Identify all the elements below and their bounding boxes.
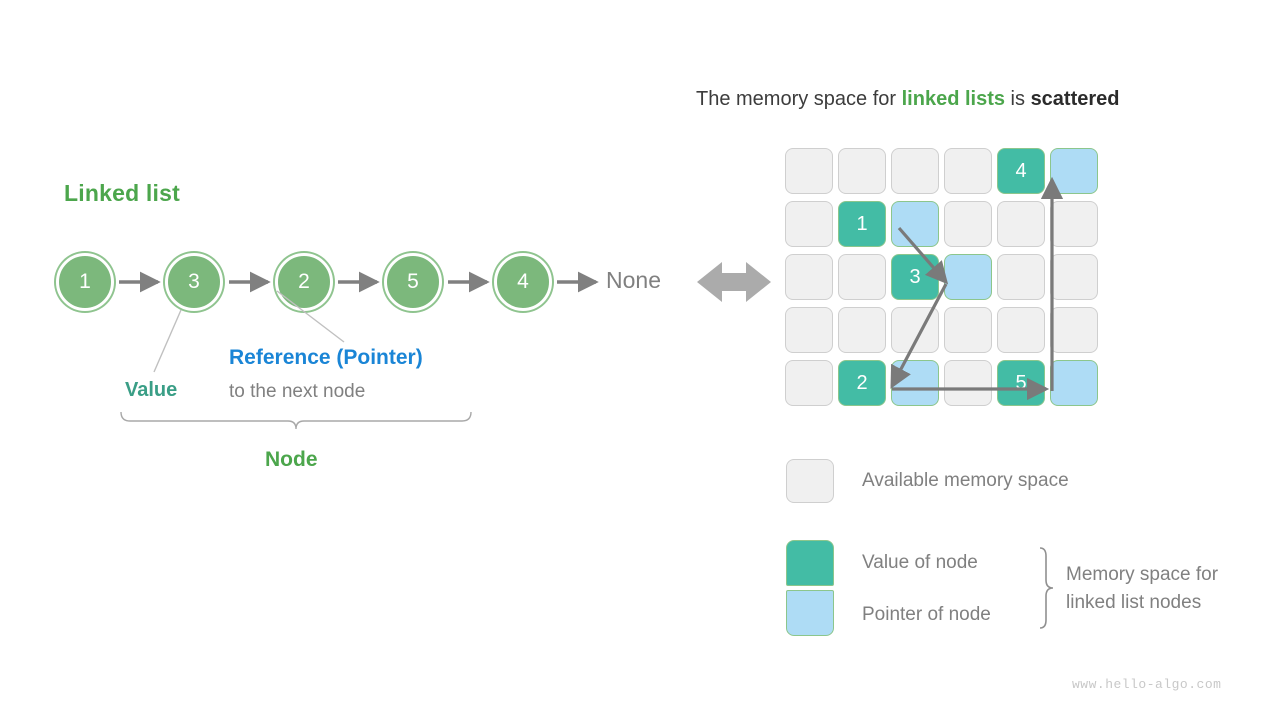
cell-value: 4	[1015, 159, 1027, 182]
reference-label: Reference (Pointer)	[229, 346, 423, 369]
legend-brace	[1039, 547, 1054, 629]
memory-cell-free	[785, 360, 833, 406]
node-value: 1	[79, 270, 91, 293]
memory-heading: The memory space for linked lists is sca…	[696, 88, 1120, 111]
bidirectional-arrow	[697, 262, 771, 302]
legend-group-line2: linked list nodes	[1066, 592, 1202, 613]
memory-cell-free	[944, 201, 992, 247]
node-label: Node	[265, 448, 318, 471]
memory-cell-free	[891, 307, 939, 353]
heading-emphasis: scattered	[1030, 88, 1120, 110]
list-node-4: 5	[384, 253, 442, 311]
memory-grid: 4 1 3 2 5	[785, 148, 1099, 412]
memory-cell-free	[1050, 254, 1098, 300]
memory-cell-pointer-5	[1050, 360, 1098, 406]
list-node-5: 4	[494, 253, 552, 311]
none-terminator-label: None	[606, 267, 661, 293]
linked-list-title: Linked list	[64, 180, 180, 206]
memory-cell-free	[838, 254, 886, 300]
value-connector-line	[153, 309, 182, 373]
memory-cell-value-2: 2	[838, 360, 886, 406]
legend-swatch-available	[786, 459, 834, 503]
node-value: 4	[517, 270, 529, 293]
memory-cell-free	[944, 360, 992, 406]
memory-cell-free	[997, 201, 1045, 247]
memory-cell-value-1: 1	[838, 201, 886, 247]
memory-cell-free	[838, 307, 886, 353]
memory-cell-free	[785, 254, 833, 300]
memory-cell-free	[785, 201, 833, 247]
legend-group-label: Memory space for linked list nodes	[1066, 561, 1218, 617]
memory-cell-free	[891, 148, 939, 194]
legend-swatch-value	[786, 540, 834, 586]
memory-cell-free	[785, 307, 833, 353]
cell-value: 5	[1015, 371, 1027, 394]
heading-highlight: linked lists	[901, 88, 1005, 110]
value-label: Value	[125, 379, 178, 401]
memory-cell-pointer-3	[944, 254, 992, 300]
memory-cell-pointer-4	[1050, 148, 1098, 194]
node-brace	[120, 411, 472, 430]
memory-cell-free	[944, 307, 992, 353]
legend-label-available: Available memory space	[862, 470, 1069, 491]
memory-cell-value-4: 4	[997, 148, 1045, 194]
memory-cell-free	[997, 307, 1045, 353]
cell-value: 1	[856, 212, 868, 235]
memory-cell-pointer-2	[891, 360, 939, 406]
node-value: 5	[407, 270, 419, 293]
watermark: www.hello-algo.com	[1072, 677, 1222, 692]
memory-cell-value-3: 3	[891, 254, 939, 300]
node-value: 2	[298, 270, 310, 293]
memory-cell-free	[997, 254, 1045, 300]
list-node-3: 2	[275, 253, 333, 311]
memory-cell-pointer-1	[891, 201, 939, 247]
memory-cell-free	[785, 148, 833, 194]
legend-swatch-pointer	[786, 590, 834, 636]
list-node-2: 3	[165, 253, 223, 311]
reference-sublabel: to the next node	[229, 381, 366, 402]
legend-group-line1: Memory space for	[1066, 564, 1219, 585]
heading-part1: The memory space for	[696, 88, 902, 110]
heading-part2: is	[1005, 88, 1031, 110]
memory-cell-free	[944, 148, 992, 194]
memory-cell-free	[1050, 307, 1098, 353]
memory-cell-free	[838, 148, 886, 194]
memory-cell-free	[1050, 201, 1098, 247]
list-node-1: 1	[56, 253, 114, 311]
legend-label-pointer: Pointer of node	[862, 604, 991, 625]
cell-value: 2	[856, 371, 868, 394]
legend-label-value: Value of node	[862, 552, 978, 573]
memory-cell-value-5: 5	[997, 360, 1045, 406]
cell-value: 3	[909, 265, 921, 288]
node-value: 3	[188, 270, 200, 293]
